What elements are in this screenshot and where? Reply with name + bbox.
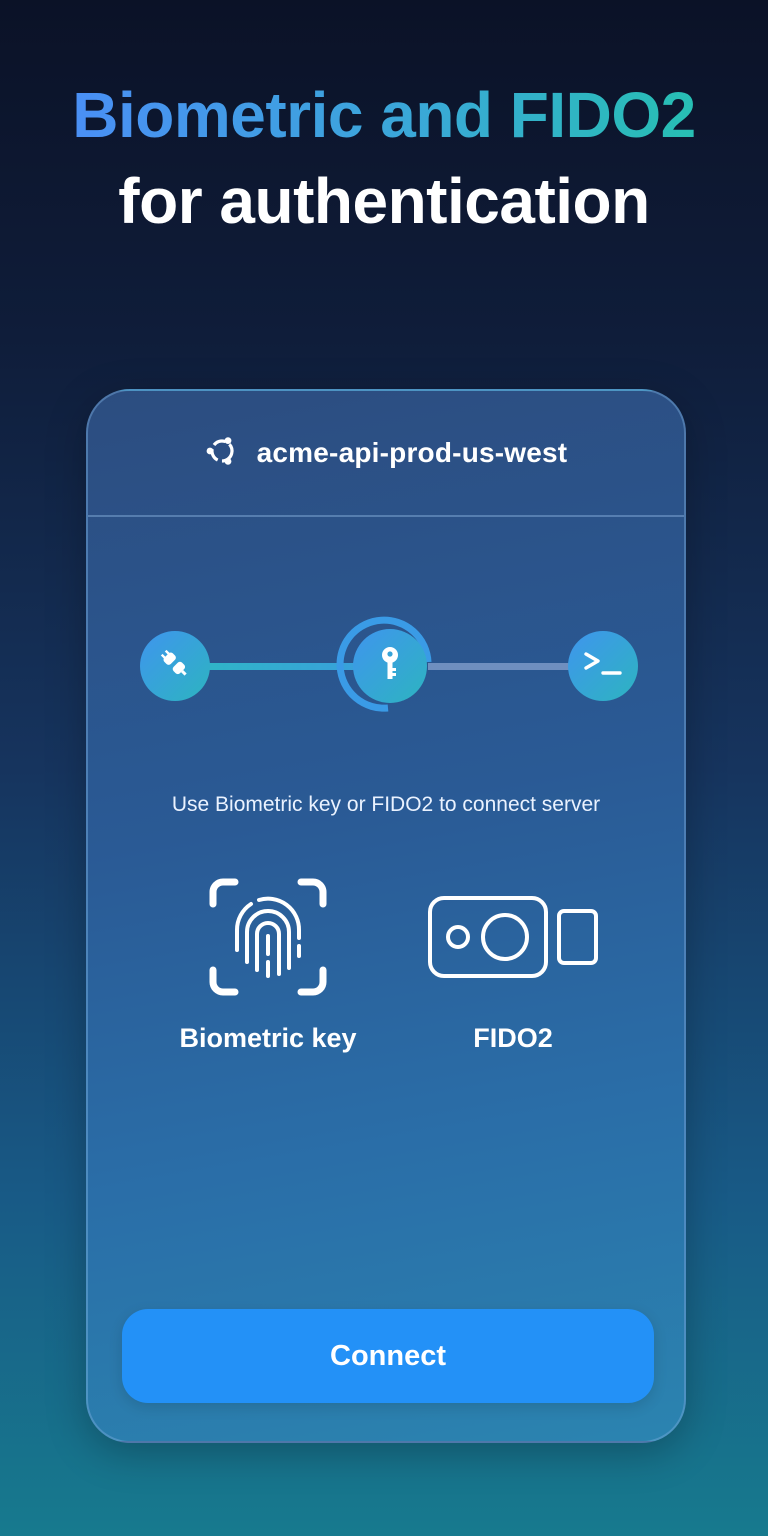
key-icon [378, 646, 402, 687]
connect-button[interactable]: Connect [122, 1309, 654, 1403]
terminal-icon [583, 650, 623, 683]
auth-methods: Biometric key FIDO2 [88, 878, 684, 1079]
server-name: acme-api-prod-us-west [256, 437, 568, 468]
headline-line1: Biometric and FIDO2 [72, 79, 696, 151]
stepper-track-complete [198, 663, 398, 670]
biometric-key-label: Biometric key [179, 1023, 357, 1053]
step-terminal [568, 631, 638, 701]
ubuntu-icon [205, 434, 239, 473]
fido2-label: FIDO2 [473, 1023, 553, 1053]
headline: Biometric and FIDO2 for authentication [0, 72, 768, 244]
instruction-text: Use Biometric key or FIDO2 to connect se… [171, 793, 601, 816]
stepper-track-pending [428, 663, 588, 670]
biometric-key-option[interactable]: Biometric key [138, 878, 398, 1054]
progress-ring [336, 616, 432, 712]
fingerprint-icon [209, 878, 327, 1001]
fido2-option[interactable]: FIDO2 [383, 879, 643, 1054]
step-key [353, 629, 427, 703]
headline-line2: for authentication [118, 165, 650, 237]
security-key-icon [427, 895, 599, 984]
connection-card: acme-api-prod-us-west [86, 389, 686, 1443]
connection-stepper [138, 616, 638, 716]
step-plug [140, 631, 210, 701]
plug-icon [159, 648, 191, 685]
server-header: acme-api-prod-us-west [88, 391, 684, 517]
